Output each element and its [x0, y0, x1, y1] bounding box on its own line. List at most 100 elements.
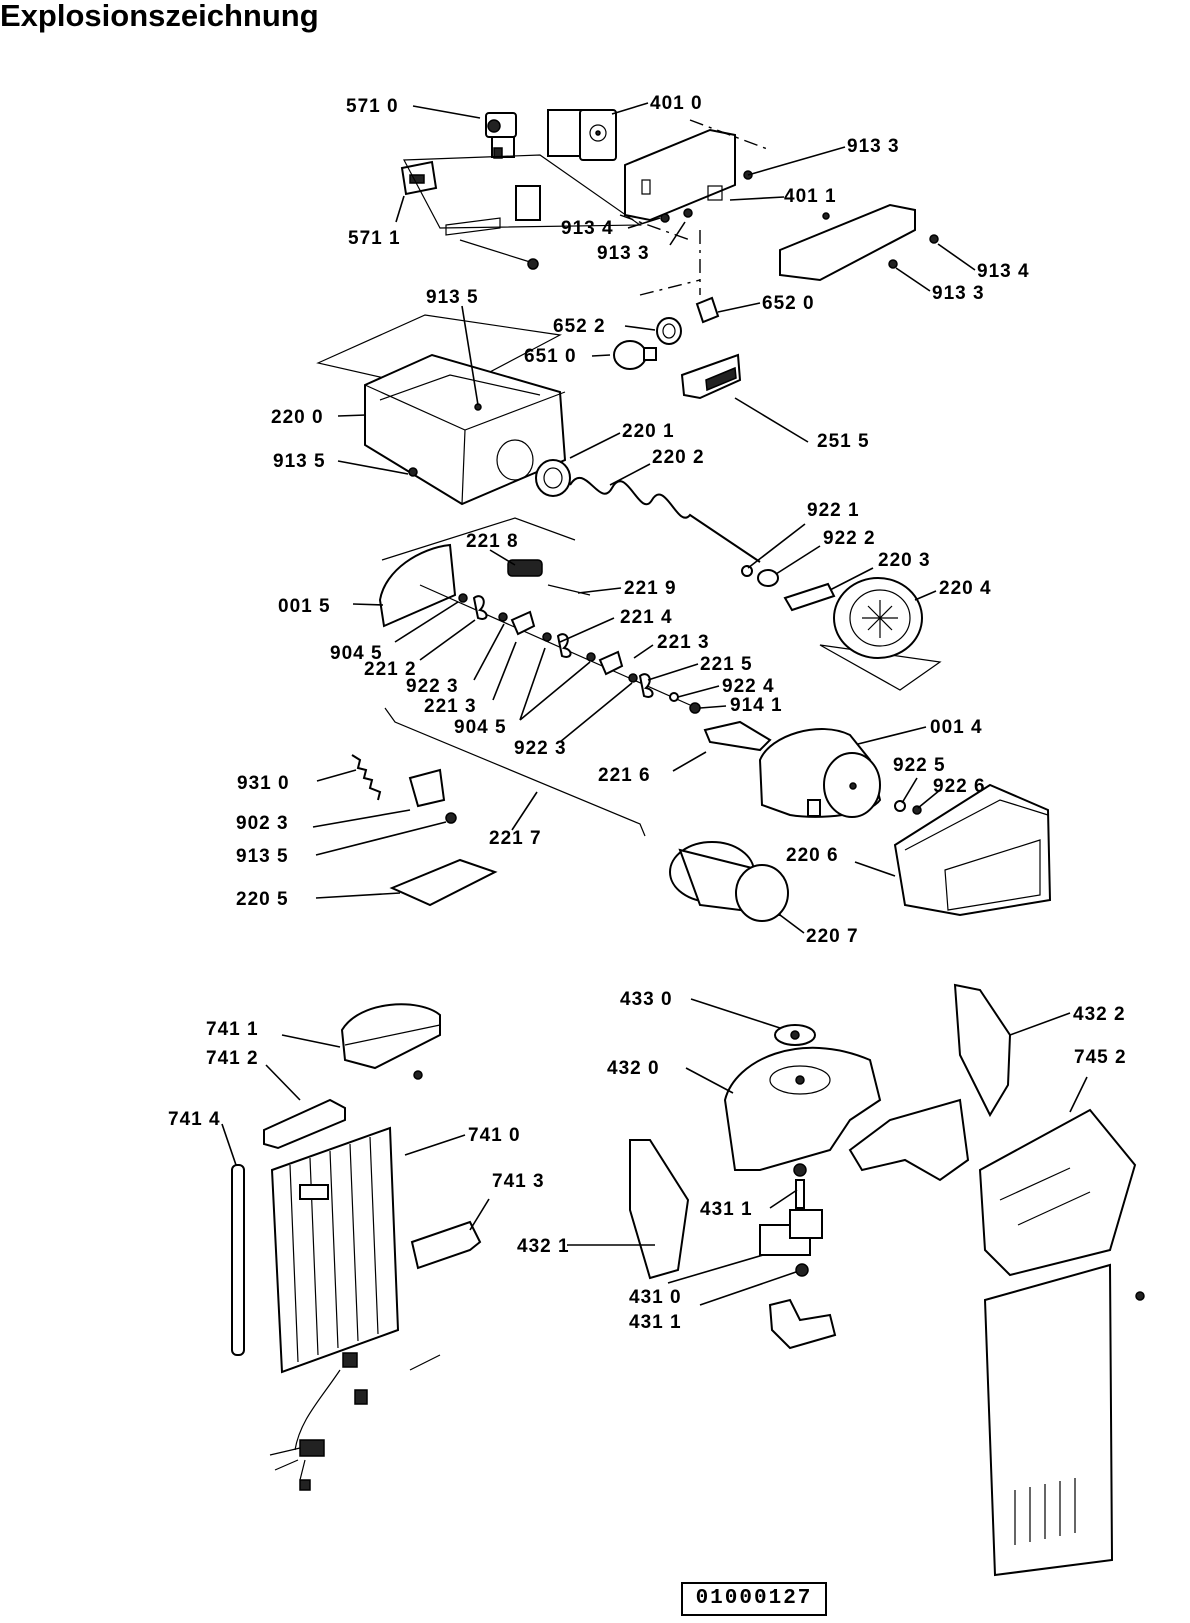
- label-4321: 432 1: [517, 1236, 570, 1257]
- part-4310-motor: [759, 1163, 823, 1277]
- label-2214: 221 4: [620, 607, 673, 628]
- part-4320-frame: [848, 1098, 970, 1182]
- label-0014: 001 4: [930, 717, 983, 738]
- page-title: Explosionszeichnung: [0, 0, 319, 33]
- label-9225: 922 5: [893, 755, 946, 776]
- part-2515-cover: [680, 353, 742, 400]
- label-4310: 431 0: [629, 1287, 682, 1308]
- part-6520-socket: [695, 296, 720, 324]
- label-9133b: 913 3: [597, 243, 650, 264]
- label-2204: 220 4: [939, 578, 992, 599]
- label-7452: 745 2: [1074, 1047, 1127, 1068]
- label-6510: 651 0: [524, 346, 577, 367]
- part-0015-plate: [378, 517, 576, 628]
- label-7413: 741 3: [492, 1171, 545, 1192]
- part-0014-gear-housing: [758, 728, 882, 818]
- label-4311a: 431 1: [700, 1199, 753, 1220]
- label-0015: 001 5: [278, 596, 331, 617]
- part-5711-bracket: [400, 160, 438, 196]
- part-4311-bracket: [768, 1298, 837, 1350]
- part-2217-rod: [384, 707, 646, 837]
- label-2216: 221 6: [598, 765, 651, 786]
- part-2216-lever: [703, 720, 772, 752]
- label-9135a: 913 5: [426, 287, 479, 308]
- label-2213a: 221 3: [657, 632, 710, 653]
- label-2218: 221 8: [466, 531, 519, 552]
- part-2203-clip: [783, 582, 836, 612]
- lower-right-parts: [629, 983, 1145, 1577]
- screw-741: [413, 1070, 423, 1080]
- leader-lines: [221, 102, 1088, 1306]
- label-2200: 220 0: [271, 407, 324, 428]
- label-4330: 433 0: [620, 989, 673, 1010]
- lower-left-parts: [231, 1003, 482, 1491]
- label-2205: 220 5: [236, 889, 289, 910]
- label-4322: 432 2: [1073, 1004, 1126, 1025]
- part-9221-washer: [741, 565, 753, 577]
- part-2205-plate: [389, 858, 498, 907]
- label-9223a: 922 3: [406, 676, 459, 697]
- label-9023: 902 3: [236, 813, 289, 834]
- part-6522-ring: [656, 317, 682, 345]
- label-9224: 922 4: [722, 676, 775, 697]
- label-2213b: 221 3: [424, 696, 477, 717]
- part-2204-wheel: [819, 577, 942, 691]
- label-7410: 741 0: [468, 1125, 521, 1146]
- part-block: [515, 185, 541, 221]
- part-9310-spring: [351, 754, 382, 801]
- part-7410-panel: [270, 1126, 400, 1374]
- label-9045b: 904 5: [454, 717, 507, 738]
- part-2218-brush: [507, 559, 543, 577]
- part-4322-panel: [953, 983, 1012, 1118]
- part-7412-strip: [263, 1098, 346, 1150]
- label-9141: 914 1: [730, 695, 783, 716]
- label-9221: 922 1: [807, 500, 860, 521]
- part-number-labels: 571 0 401 0 913 3 401 1 913 4 913 3 571 …: [168, 93, 1127, 1333]
- label-4320: 432 0: [607, 1058, 660, 1079]
- label-4010: 401 0: [650, 93, 703, 114]
- label-9134a: 913 4: [561, 218, 614, 239]
- label-4311b: 431 1: [629, 1312, 682, 1333]
- part-6510-bulb: [613, 340, 657, 370]
- label-6522: 652 2: [553, 316, 606, 337]
- label-2515: 251 5: [817, 431, 870, 452]
- screw-9135c: [445, 812, 457, 824]
- part-2202-auger: [569, 476, 761, 563]
- wiring-741: [269, 1352, 441, 1491]
- part-4010-motor: [547, 109, 617, 161]
- label-5711: 571 1: [348, 228, 401, 249]
- part-4330-fan: [774, 1024, 816, 1046]
- top-assembly-parts: [316, 109, 1052, 922]
- screw-7452: [1135, 1291, 1145, 1301]
- label-2201: 220 1: [622, 421, 675, 442]
- label-9223b: 922 3: [514, 738, 567, 759]
- part-4011-plate: [624, 128, 736, 222]
- label-6520: 652 0: [762, 293, 815, 314]
- part-4320-shroud: [723, 1046, 882, 1171]
- label-4011: 401 1: [784, 186, 837, 207]
- label-2219: 221 9: [624, 578, 677, 599]
- part-bar: [779, 203, 916, 282]
- drawing-code-box: 01000127: [681, 1582, 827, 1616]
- part-2207-sleeve: [669, 841, 789, 922]
- label-9045a: 904 5: [330, 643, 383, 664]
- label-9222: 922 2: [823, 528, 876, 549]
- label-9135c: 913 5: [236, 846, 289, 867]
- label-2207: 220 7: [806, 926, 859, 947]
- part-9225-washer: [894, 800, 906, 812]
- screw-9135: [408, 467, 418, 477]
- label-9134b: 913 4: [977, 261, 1030, 282]
- part-7411-cover: [340, 1003, 441, 1070]
- part-7414-rod: [231, 1164, 245, 1356]
- label-9133a: 913 3: [847, 136, 900, 157]
- label-2202: 220 2: [652, 447, 705, 468]
- label-9310: 931 0: [237, 773, 290, 794]
- label-5710: 571 0: [346, 96, 399, 117]
- part-9023-clip: [408, 768, 446, 808]
- label-2212: 221 2: [364, 659, 417, 680]
- part-2206-chute: [893, 783, 1052, 917]
- blade-stack: [419, 584, 701, 714]
- part-2201-ring: [535, 459, 571, 497]
- part-5710-valve: [485, 112, 517, 159]
